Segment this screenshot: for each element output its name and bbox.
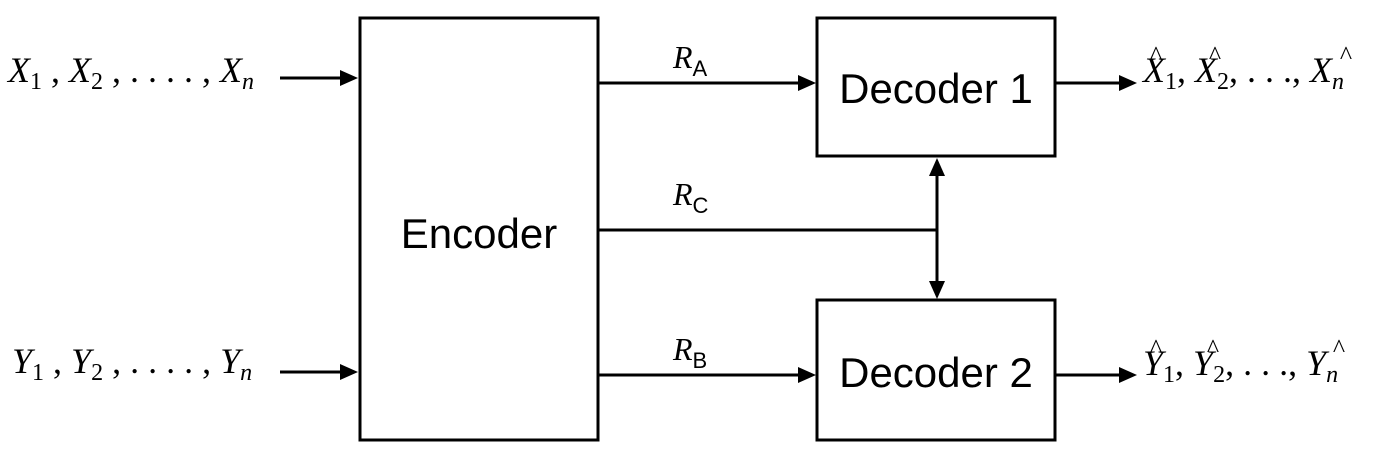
encoder-label: Encoder	[401, 210, 557, 257]
output-y-arrowhead	[1119, 367, 1137, 383]
input-y-arrowhead	[340, 364, 358, 380]
decoder-1-block[interactable]	[815, 16, 1057, 158]
x-hat-2-mark: ^	[1209, 41, 1221, 70]
rate-a-label: RA	[672, 39, 708, 81]
input-y-sequence: Y1 , Y2 , . . . . , Yn	[12, 341, 252, 386]
rate-c-down-arrowhead	[929, 281, 945, 299]
y-hat-2-mark: ^	[1207, 334, 1219, 363]
decoder-2-block[interactable]	[815, 298, 1057, 442]
rate-c-up-arrowhead	[929, 158, 945, 176]
output-x-arrowhead	[1119, 75, 1137, 91]
output-y-hat-sequence: Y1, Y2, . . ., Yn	[1143, 343, 1338, 388]
encoder-block[interactable]	[358, 16, 600, 442]
input-x-arrowhead	[340, 70, 358, 86]
decoder-1-label: Decoder 1	[839, 65, 1033, 112]
x-hat-1-mark: ^	[1150, 41, 1162, 70]
rate-a-arrowhead	[798, 75, 816, 91]
rate-b-label: RB	[672, 331, 707, 373]
output-x-hat-sequence: X1, X2, . . ., Xn	[1141, 50, 1344, 95]
rate-b-arrowhead	[798, 367, 816, 383]
x-hat-n-mark: ^	[1340, 41, 1352, 70]
input-x-sequence: X1 , X2 , . . . . , Xn	[6, 50, 254, 95]
y-hat-n-mark: ^	[1333, 334, 1345, 363]
rate-c-label: RC	[672, 176, 709, 218]
y-hat-1-mark: ^	[1150, 334, 1162, 363]
decoder-2-label: Decoder 2	[839, 349, 1033, 396]
